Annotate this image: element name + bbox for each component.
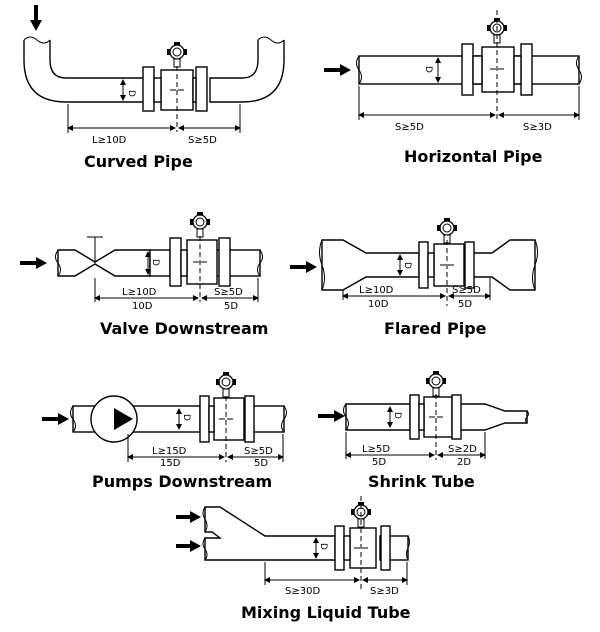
downstream-value-label: 5D	[224, 301, 238, 312]
downstream-length-label: S≥3D	[370, 586, 399, 597]
downstream-length-label: S≥5D	[214, 287, 243, 298]
panel-title: Horizontal Pipe	[404, 147, 543, 166]
downstream-length-label: S≥5D	[452, 285, 481, 296]
upstream-length-label: S≥5D	[395, 122, 424, 133]
diameter-label: D	[150, 259, 160, 266]
flow-arrow-icon	[290, 261, 317, 273]
diameter-label: D	[318, 543, 328, 550]
panel-shrink-tube: D L≥5D S≥2D 5D 2D Shrink Tube	[318, 370, 529, 491]
panel-title: Flared Pipe	[384, 319, 487, 338]
downstream-value-label: 5D	[254, 458, 268, 469]
panel-title: Mixing Liquid Tube	[241, 603, 411, 622]
transmitter-icon	[425, 370, 447, 397]
downstream-length-label: S≥5D	[244, 446, 273, 457]
curved-pipe-right	[209, 40, 285, 103]
flow-arrow-icon	[324, 64, 351, 76]
panel-horizontal-pipe: D S≥5D S≥3D Horizontal Pipe	[324, 10, 582, 166]
upstream-length-label: L≥15D	[152, 446, 187, 457]
downstream-value-label: 5D	[458, 299, 472, 310]
flow-arrow-icon	[42, 413, 69, 425]
diameter-label: D	[181, 414, 191, 421]
downstream-value-label: 2D	[457, 457, 471, 468]
upstream-length-label: L≥10D	[359, 285, 394, 296]
panel-pumps-downstream: D L≥15D S≥5D 15D 5D Pumps Downstream	[42, 371, 287, 491]
panel-title: Pumps Downstream	[92, 472, 272, 491]
diameter-label: D	[402, 262, 412, 269]
diameter-label: D	[423, 66, 433, 73]
panel-title: Curved Pipe	[84, 152, 193, 171]
upstream-length-label: L≥10D	[92, 135, 127, 146]
flow-arrow-icon	[30, 5, 42, 31]
upstream-length-label: L≥10D	[122, 287, 157, 298]
flow-arrow-icon	[20, 257, 47, 269]
upstream-value-label: 10D	[368, 299, 389, 310]
downstream-length-label: S≥3D	[523, 122, 552, 133]
transmitter-icon	[166, 41, 188, 68]
upstream-value-label: 15D	[160, 458, 181, 469]
upstream-length-label: L≥5D	[362, 444, 390, 455]
transmitter-icon	[436, 217, 458, 244]
upstream-value-label: 5D	[372, 457, 386, 468]
diameter-label: D	[392, 412, 402, 419]
downstream-length-label: S≥5D	[188, 135, 217, 146]
transmitter-icon	[215, 371, 237, 398]
diameter-label: D	[126, 90, 136, 97]
panel-curved-pipe: D L≥10D S≥5D Curved Pipe	[23, 5, 285, 171]
panel-valve-downstream: D L≥10D S≥5D 10D 5D Valve Downstream	[20, 211, 268, 338]
panel-title: Shrink Tube	[368, 472, 475, 491]
flow-arrow-icon	[176, 540, 201, 552]
panel-flared-pipe: D L≥10D S≥5D 10D 5D Flared Pipe	[290, 217, 538, 338]
panel-mixing-liquid-tube: D S≥30D S≥3D Mixing Liquid Tube	[176, 496, 411, 622]
upstream-value-label: 10D	[132, 301, 153, 312]
downstream-length-label: S≥2D	[448, 444, 477, 455]
transmitter-icon	[189, 211, 211, 238]
flow-arrow-icon	[318, 410, 345, 422]
flow-arrow-icon	[176, 511, 201, 523]
upstream-length-label: S≥30D	[285, 586, 320, 597]
panel-title: Valve Downstream	[100, 319, 268, 338]
